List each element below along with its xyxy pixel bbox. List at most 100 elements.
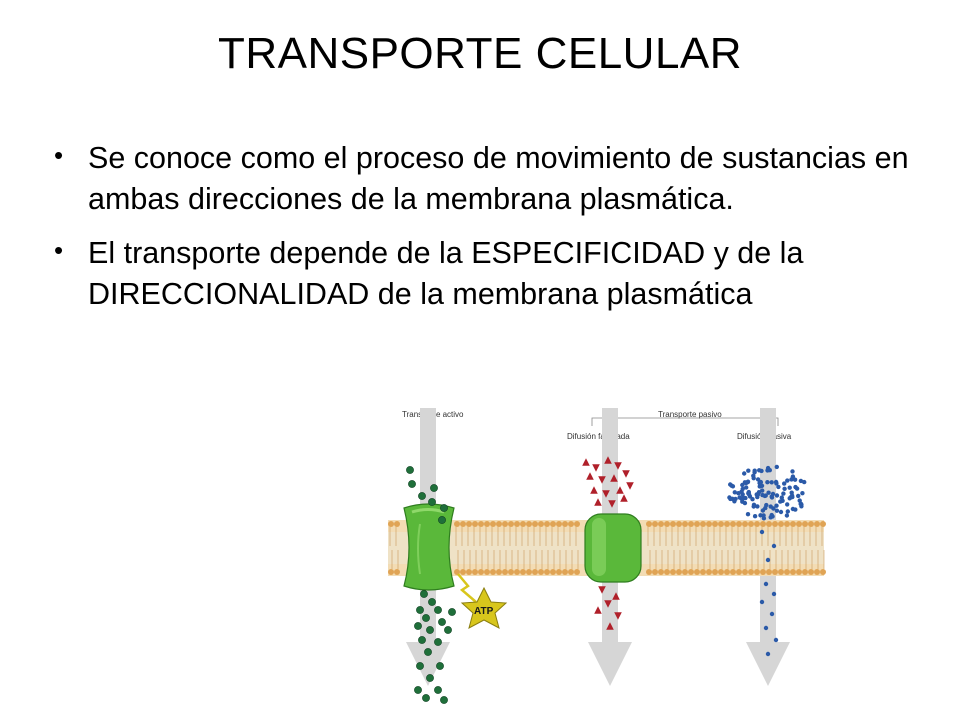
green-molecule <box>444 626 452 634</box>
green-molecule <box>440 504 448 512</box>
red-molecule <box>614 612 622 620</box>
active-transport-molecules <box>406 466 456 704</box>
green-molecule <box>428 498 436 506</box>
active-transporter-protein <box>403 503 455 591</box>
bullet-item-definition: • Se conoce como el proceso de movimient… <box>52 138 922 221</box>
lipid-head <box>772 569 778 575</box>
green-molecule <box>430 484 438 492</box>
blue-molecule <box>785 478 790 483</box>
lipid-head <box>820 521 826 527</box>
blue-molecule <box>759 468 764 474</box>
lipid-head <box>526 521 532 527</box>
blue-molecule <box>743 495 748 501</box>
lipid-head <box>736 569 742 575</box>
blue-molecule <box>746 491 751 496</box>
blue-molecule <box>773 637 779 643</box>
blue-molecule <box>792 477 798 482</box>
green-molecule <box>424 648 432 656</box>
lipid-head <box>550 521 556 527</box>
lipid-head <box>544 521 550 527</box>
lipid-head <box>784 569 790 575</box>
green-molecule <box>428 598 436 606</box>
blue-molecule <box>789 477 794 482</box>
lipid-head <box>652 569 658 575</box>
blue-molecule <box>757 484 762 489</box>
bullet-text: Se conoce como el proceso de movimiento … <box>88 141 909 217</box>
transport-diagram: Transporte activo Transporte pasivo Difu… <box>388 408 826 704</box>
blue-molecule <box>755 492 761 497</box>
blue-molecule <box>765 651 771 657</box>
blue-molecule <box>782 481 787 486</box>
lipid-head <box>460 521 466 527</box>
bullet-text: El transporte depende de la ESPECIFICIDA… <box>88 235 804 312</box>
lipid-head <box>394 521 400 527</box>
lipid-head <box>712 521 718 527</box>
lipid-head <box>778 521 784 527</box>
lipid-head <box>730 569 736 575</box>
blue-molecule <box>727 495 732 500</box>
blue-molecule <box>774 464 779 470</box>
red-molecule <box>582 458 590 466</box>
blue-molecule <box>765 465 771 471</box>
lipid-head <box>766 521 772 527</box>
lipid-head <box>466 569 472 575</box>
lipid-head <box>730 521 736 527</box>
lipid-head <box>496 569 502 575</box>
blue-molecule <box>769 512 774 518</box>
blue-molecule <box>773 479 779 485</box>
blue-molecule <box>771 543 777 549</box>
lipid-head <box>472 569 478 575</box>
red-molecule <box>608 500 616 508</box>
blue-molecule <box>796 493 801 499</box>
lipid-head <box>568 521 574 527</box>
green-molecule <box>418 492 426 500</box>
green-molecule <box>408 480 416 488</box>
lipid-head <box>688 569 694 575</box>
blue-molecule <box>744 485 749 490</box>
blue-molecule <box>800 491 805 496</box>
label-passive-transport: Transporte pasivo <box>658 410 722 419</box>
lipid-head <box>802 521 808 527</box>
lipid-head <box>682 569 688 575</box>
lipid-head <box>796 569 802 575</box>
lipid-head <box>508 521 514 527</box>
blue-molecule <box>745 479 750 485</box>
lipid-head <box>718 521 724 527</box>
lipid-head <box>676 569 682 575</box>
lipid-head <box>808 569 814 575</box>
blue-molecule <box>750 497 755 502</box>
red-molecule <box>604 600 612 608</box>
lipid-head <box>568 569 574 575</box>
lipid-head <box>652 521 658 527</box>
lipid-head <box>496 521 502 527</box>
lipid-head <box>532 569 538 575</box>
lipid-head <box>790 521 796 527</box>
lipid-head <box>472 521 478 527</box>
lipid-head <box>736 521 742 527</box>
blue-molecule <box>755 477 761 482</box>
red-molecule <box>622 470 630 478</box>
lipid-head <box>562 569 568 575</box>
lipid-head <box>724 569 730 575</box>
blue-molecule <box>770 491 776 497</box>
lipid-head <box>664 569 670 575</box>
lipid-head <box>514 569 520 575</box>
lipid-head <box>700 521 706 527</box>
lipid-head <box>490 569 496 575</box>
lipid-head <box>514 521 520 527</box>
blue-molecule <box>732 490 737 495</box>
red-molecule <box>586 472 594 480</box>
lipid-head <box>508 569 514 575</box>
blue-molecule <box>771 591 777 597</box>
green-molecule <box>434 606 442 614</box>
lipid-head <box>772 521 778 527</box>
atp-label: ATP <box>474 606 494 617</box>
lipid-head <box>646 521 652 527</box>
blue-molecule <box>765 557 771 563</box>
blue-molecule <box>785 502 790 507</box>
blue-molecule <box>787 485 792 490</box>
blue-molecule <box>746 468 751 473</box>
blue-molecule <box>793 484 798 490</box>
green-molecule <box>420 590 428 598</box>
blue-molecule <box>763 625 769 631</box>
